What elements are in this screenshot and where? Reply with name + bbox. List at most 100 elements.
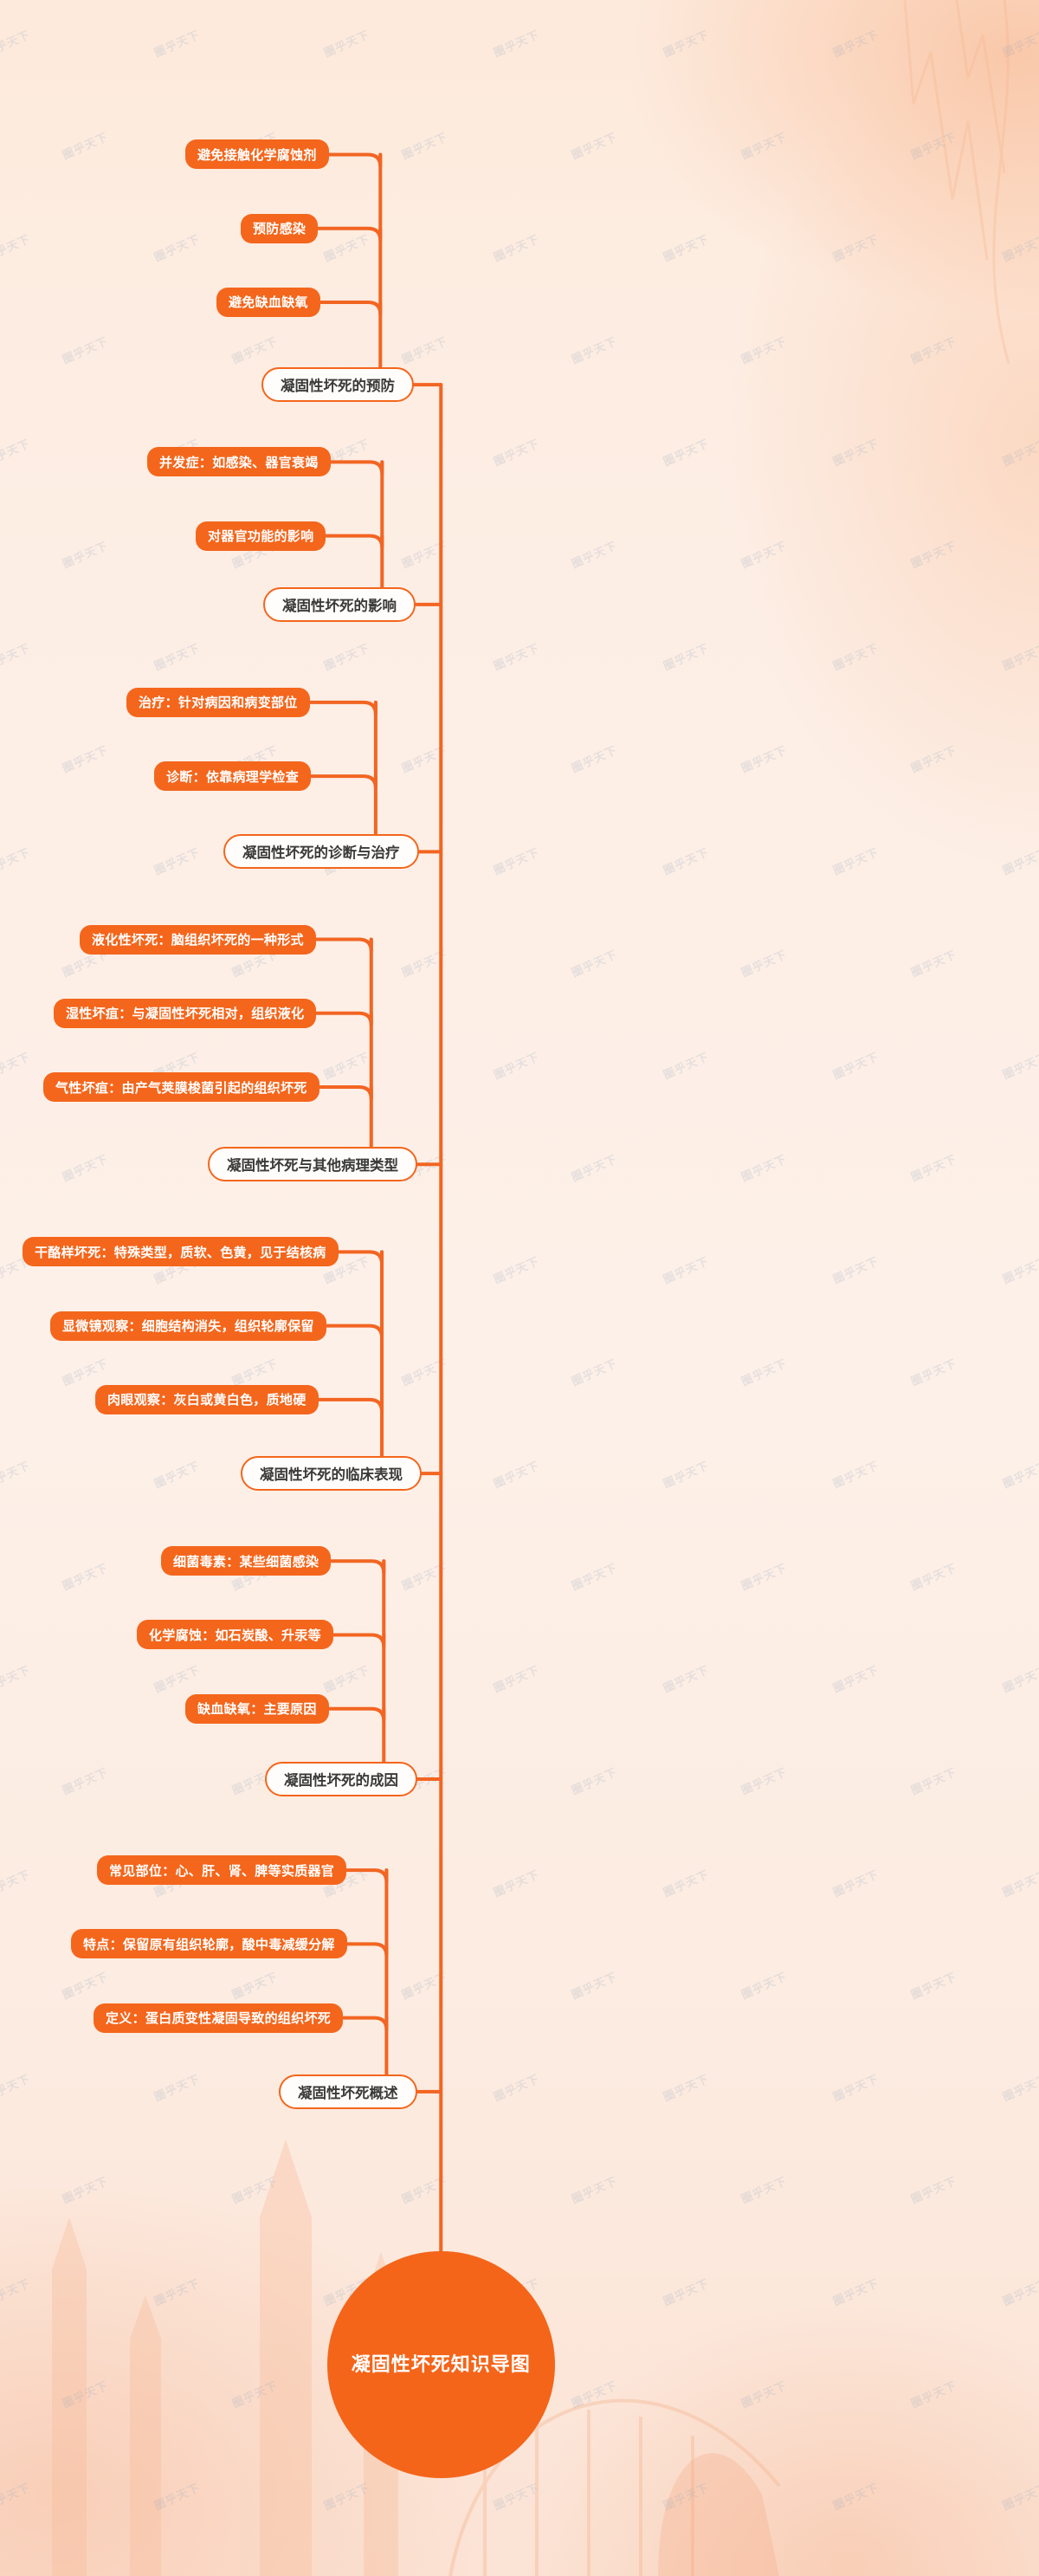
- branch-node-diagnosis[interactable]: 凝固性坏死的诊断与治疗: [223, 834, 419, 870]
- leaf-node[interactable]: 避免缺血缺氧: [216, 287, 320, 317]
- watermark: 圈乎天下: [1000, 28, 1039, 60]
- watermark: 圈乎天下: [739, 1970, 790, 2002]
- watermark: 圈乎天下: [569, 130, 620, 162]
- watermark: 圈乎天下: [0, 437, 33, 469]
- watermark: 圈乎天下: [908, 948, 959, 980]
- leaf-node[interactable]: 气性坏疽：由产气荚膜梭菌引起的组织坏死: [43, 1072, 319, 1103]
- watermark: 圈乎天下: [830, 2276, 881, 2308]
- leaf-node[interactable]: 缺血缺氧：主要原因: [185, 1693, 329, 1724]
- watermark: 圈乎天下: [739, 2174, 790, 2206]
- watermark: 圈乎天下: [491, 2481, 542, 2513]
- watermark: 圈乎天下: [739, 1765, 790, 1797]
- watermark: 圈乎天下: [152, 641, 203, 673]
- watermark: 圈乎天下: [569, 948, 620, 980]
- leaf-node[interactable]: 常见部位：心、肝、肾、脾等实质器官: [97, 1855, 347, 1886]
- watermark: 圈乎天下: [60, 1356, 111, 1388]
- watermark: 圈乎天下: [60, 1152, 111, 1184]
- branch-node-overview[interactable]: 凝固性坏死概述: [279, 2074, 417, 2109]
- watermark: 圈乎天下: [830, 437, 881, 469]
- watermark: 圈乎天下: [1000, 1050, 1039, 1082]
- leaf-node[interactable]: 细菌毒素：某些细菌感染: [161, 1546, 332, 1576]
- watermark: 圈乎天下: [661, 232, 712, 264]
- watermark: 圈乎天下: [0, 641, 33, 673]
- branch-node-causes[interactable]: 凝固性坏死的成因: [265, 1762, 417, 1797]
- watermark: 圈乎天下: [491, 1663, 542, 1695]
- watermark: 圈乎天下: [0, 1459, 33, 1491]
- watermark: 圈乎天下: [0, 232, 33, 264]
- watermark: 圈乎天下: [1000, 232, 1039, 264]
- branch-node-clinical[interactable]: 凝固性坏死的临床表现: [241, 1456, 422, 1492]
- watermark: 圈乎天下: [908, 130, 959, 162]
- watermark: 圈乎天下: [1000, 845, 1039, 877]
- watermark: 圈乎天下: [1000, 437, 1039, 469]
- watermark: 圈乎天下: [661, 2072, 712, 2104]
- watermark: 圈乎天下: [399, 2174, 450, 2206]
- branch-node-impact[interactable]: 凝固性坏死的影响: [263, 586, 416, 622]
- watermark: 圈乎天下: [830, 1663, 881, 1695]
- watermark: 圈乎天下: [739, 1561, 790, 1593]
- watermark: 圈乎天下: [321, 2481, 372, 2513]
- root-node[interactable]: 凝固性坏死知识导图: [327, 2250, 555, 2479]
- watermark: 圈乎天下: [60, 539, 111, 571]
- watermark: 圈乎天下: [569, 1561, 620, 1593]
- watermark: 圈乎天下: [830, 1254, 881, 1286]
- branch-node-types[interactable]: 凝固性坏死与其他病理类型: [208, 1147, 417, 1182]
- watermark: 圈乎天下: [908, 334, 959, 366]
- leaf-node[interactable]: 治疗：针对病因和病变部位: [126, 687, 310, 717]
- watermark: 圈乎天下: [491, 1050, 542, 1082]
- leaf-node[interactable]: 液化性坏死：脑组织坏死的一种形式: [80, 924, 316, 955]
- watermark: 圈乎天下: [152, 2072, 203, 2104]
- watermark: 圈乎天下: [229, 2379, 281, 2411]
- watermark: 圈乎天下: [661, 1254, 712, 1286]
- watermark: 圈乎天下: [152, 232, 203, 264]
- watermark: 圈乎天下: [399, 334, 450, 366]
- watermark: 圈乎天下: [908, 2379, 959, 2411]
- watermark: 圈乎天下: [0, 2276, 33, 2308]
- watermark: 圈乎天下: [661, 28, 712, 60]
- watermark: 圈乎天下: [661, 437, 712, 469]
- leaf-node[interactable]: 诊断：依靠病理学检查: [154, 761, 312, 792]
- watermark: 圈乎天下: [661, 845, 712, 877]
- leaf-node[interactable]: 显微镜观察：细胞结构消失，组织轮廓保留: [50, 1311, 326, 1341]
- watermark: 圈乎天下: [152, 845, 203, 877]
- watermark: 圈乎天下: [0, 845, 33, 877]
- watermark: 圈乎天下: [661, 641, 712, 673]
- watermark: 圈乎天下: [1000, 2481, 1039, 2513]
- watermark: 圈乎天下: [491, 1459, 542, 1491]
- watermark: 圈乎天下: [739, 334, 790, 366]
- watermark: 圈乎天下: [152, 2276, 203, 2308]
- watermark: 圈乎天下: [830, 641, 881, 673]
- watermark: 圈乎天下: [739, 539, 790, 571]
- watermark: 圈乎天下: [399, 1356, 450, 1388]
- watermark: 圈乎天下: [229, 2174, 281, 2206]
- watermark: 圈乎天下: [830, 2481, 881, 2513]
- watermark: 圈乎天下: [739, 1356, 790, 1388]
- watermark: 圈乎天下: [60, 334, 111, 366]
- watermark: 圈乎天下: [908, 1152, 959, 1184]
- watermark: 圈乎天下: [0, 1050, 33, 1082]
- leaf-node[interactable]: 特点：保留原有组织轮廓，酸中毒减缓分解: [71, 1929, 347, 1959]
- leaf-node[interactable]: 干酪样坏死：特殊类型，质软、色黄，见于结核病: [23, 1237, 339, 1267]
- watermark: 圈乎天下: [491, 845, 542, 877]
- leaf-node[interactable]: 预防感染: [241, 213, 319, 243]
- branch-node-prevention[interactable]: 凝固性坏死的预防: [261, 367, 414, 403]
- leaf-node[interactable]: 避免接触化学腐蚀剂: [185, 139, 329, 170]
- leaf-node[interactable]: 肉眼观察：灰白或黄白色，质地硬: [95, 1384, 319, 1414]
- leaf-node[interactable]: 并发症：如感染、器官衰竭: [147, 447, 331, 477]
- leaf-node[interactable]: 定义：蛋白质变性凝固导致的组织坏死: [94, 2003, 344, 2033]
- watermark: 圈乎天下: [152, 1663, 203, 1695]
- watermark: 圈乎天下: [661, 1050, 712, 1082]
- leaf-node[interactable]: 湿性坏疽：与凝固性坏死相对，组织液化: [54, 998, 317, 1028]
- watermark: 圈乎天下: [152, 2481, 203, 2513]
- leaf-node[interactable]: 化学腐蚀：如石炭酸、升汞等: [137, 1620, 333, 1650]
- watermark: 圈乎天下: [321, 1050, 372, 1082]
- watermark: 圈乎天下: [739, 2379, 790, 2411]
- leaf-node[interactable]: 对器官功能的影响: [196, 521, 326, 551]
- watermark: 圈乎天下: [491, 232, 542, 264]
- watermark: 圈乎天下: [661, 1459, 712, 1491]
- watermark: 圈乎天下: [152, 28, 203, 60]
